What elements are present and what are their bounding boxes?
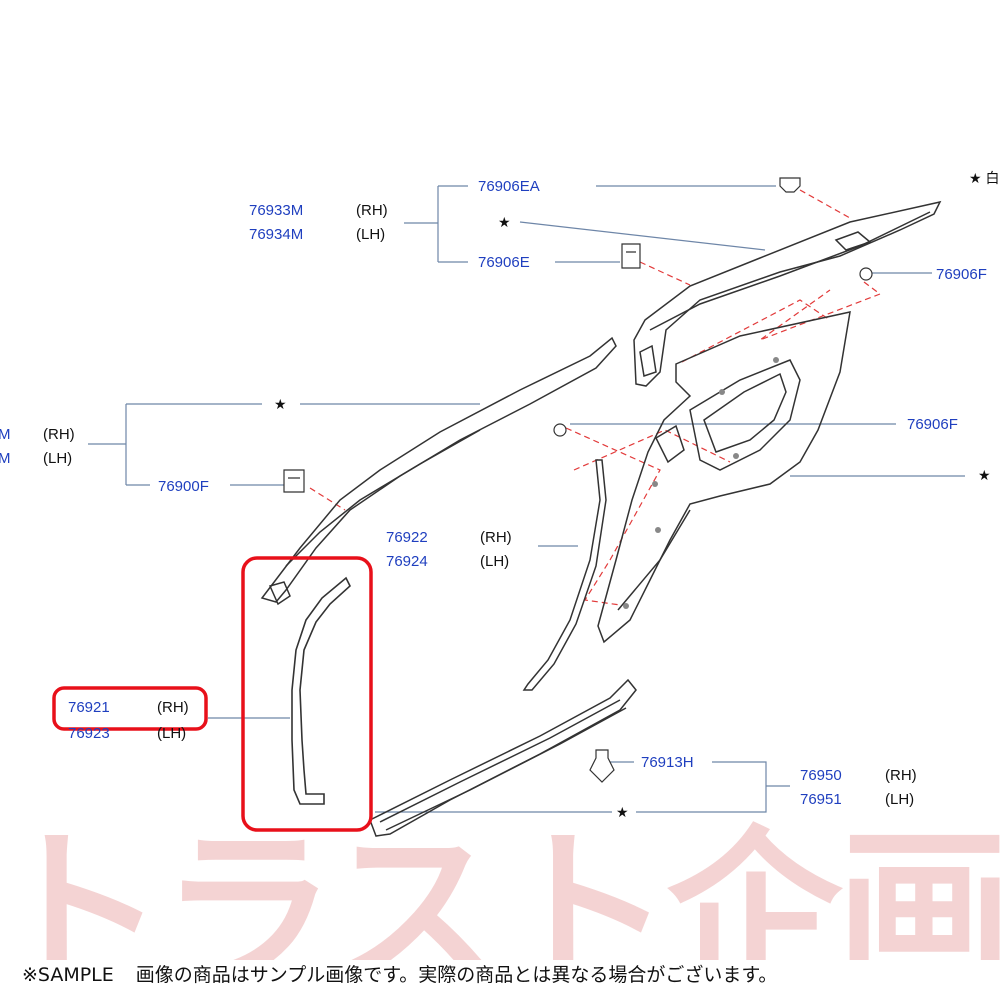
callout-side-rh: (RH): [356, 202, 388, 219]
callout-part-76922: 76922: [386, 529, 428, 546]
clip-icon: [859, 267, 873, 281]
callout-side-lh: (LH): [157, 725, 187, 742]
clip-icon: [553, 423, 567, 437]
clip-icon: [283, 469, 305, 493]
pillar-weatherstrip: [522, 459, 607, 691]
assembly-dash-line: [573, 429, 731, 471]
callout-part-76934m: 76934M: [249, 226, 304, 243]
callout-part-76906ea: 76906EA: [478, 178, 540, 195]
callout-part-76950: 76950: [800, 767, 842, 784]
callout-part-76924: 76924: [386, 553, 428, 570]
callout-side-rh: (RH): [43, 426, 75, 443]
star-marker: ★: [616, 804, 629, 820]
star-marker: ★: [274, 396, 287, 412]
leader-line: [519, 221, 766, 251]
clip-icon: [589, 749, 615, 783]
assembly-dash-line: [681, 299, 831, 363]
callout-part-76913h: 76913H: [641, 754, 694, 771]
callout-side-rh: (RH): [480, 529, 512, 546]
callout-part-76921: 76921: [68, 699, 110, 716]
assembly-dash-line: [565, 427, 661, 606]
quarter-trim-panel: [597, 311, 851, 644]
callout-part-m: M: [0, 426, 11, 443]
callout-side-rh: (RH): [157, 699, 189, 716]
watermark-logo: トラスト企画: [0, 770, 1000, 960]
leader-line: [88, 403, 262, 486]
leader-line: [404, 185, 468, 263]
callout-part-76906f: 76906F: [907, 416, 958, 433]
callout-part-76906e: 76906E: [478, 254, 530, 271]
star-marker: ★: [498, 214, 511, 230]
callout-part-76923: 76923: [68, 725, 110, 742]
clip-icon: [621, 243, 641, 269]
callout-side-lh: (LH): [356, 226, 386, 243]
callout-side-lh: (LH): [480, 553, 510, 570]
watermark-text: トラスト企画: [0, 811, 1000, 960]
highlight-frame-label: [52, 686, 208, 731]
assembly-dash-line: [759, 281, 882, 341]
assembly-dash-line: [799, 189, 851, 219]
callout-part-76900f: 76900F: [158, 478, 209, 495]
callout-part-76933m: 76933M: [249, 202, 304, 219]
callout-part-m: M: [0, 450, 11, 467]
sample-label: ※SAMPLE: [22, 964, 114, 986]
callout-side-rh: (RH): [885, 767, 917, 784]
callout-part-76951: 76951: [800, 791, 842, 808]
callout-side-lh: (LH): [885, 791, 915, 808]
sample-disclaimer: ※SAMPLE 画像の商品はサンプル画像です。実際の商品とは異なる場合がございます…: [22, 960, 777, 987]
assembly-dash-line: [639, 261, 691, 286]
clip-icon: [779, 177, 801, 193]
assembly-dash-line: [309, 487, 346, 511]
front-weatherstrip: [291, 576, 351, 805]
leader-line: [636, 761, 790, 813]
roof-side-rail: [260, 336, 617, 603]
disclaimer-text: 画像の商品はサンプル画像です。実際の商品とは異なる場合がございます。: [135, 964, 778, 986]
callout-side-lh: (LH): [43, 450, 73, 467]
star-note-corner: ★ 白: [969, 170, 1000, 186]
callout-part-76906f: 76906F: [936, 266, 987, 283]
sill-plate: [369, 678, 637, 837]
highlight-frame-part: [241, 556, 373, 832]
star-marker: ★: [978, 467, 991, 483]
